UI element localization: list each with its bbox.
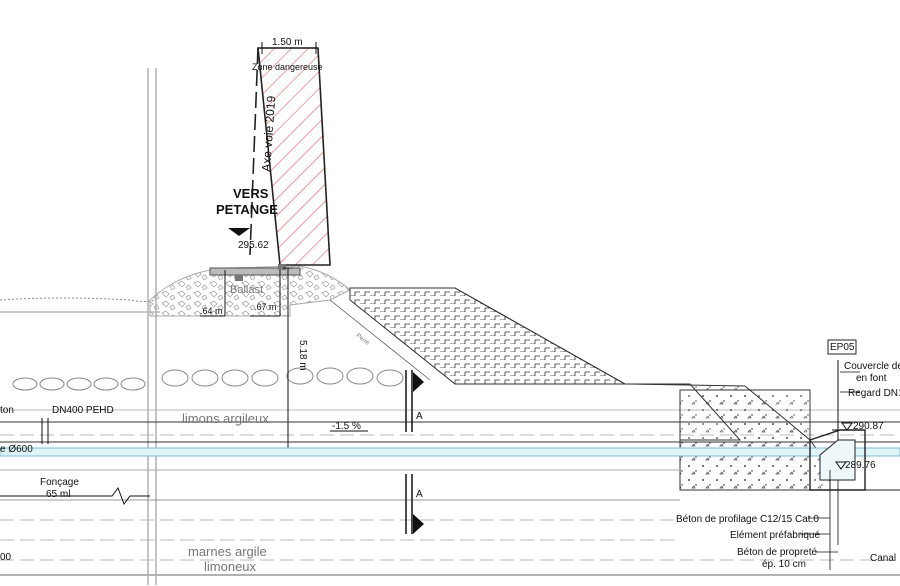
level-bottom-label: 289.76	[845, 460, 876, 471]
regard-label: Regard DN1	[848, 388, 900, 399]
section-label-bottom: A	[416, 489, 423, 500]
dim-right-label: .67 m	[254, 302, 277, 312]
foncage-label-2: 65 ml	[46, 489, 70, 500]
width-dimension-label: 1.50 m	[272, 37, 303, 48]
left-bottom-label: 00	[0, 552, 12, 563]
depth-dimension-label: 5.18 m	[297, 340, 308, 371]
perre-label: Perré	[355, 333, 371, 347]
pipe-type-label: DN400 PEHD	[52, 405, 114, 416]
soil-lower-label-2: limoneux	[204, 559, 257, 574]
rail-head	[209, 264, 301, 281]
manhole-structure	[809, 339, 900, 570]
couvercle-label-1: Couvercle de	[844, 361, 900, 372]
section-label-top: A	[416, 411, 423, 422]
beton-proprete-label-1: Béton de propreté	[737, 547, 817, 558]
danger-zone-label: Zone dangereuse	[252, 62, 323, 72]
rail-level-label: 295.62	[238, 240, 269, 251]
section-marker-top	[405, 370, 424, 432]
cobble-layer	[12, 367, 404, 391]
slope-hatching	[329, 299, 431, 381]
element-prefab-label: Elément préfabriqué	[730, 530, 820, 541]
pipe-left-label-2: e Ø600	[0, 444, 33, 455]
dim-left-label: .64 m	[200, 306, 223, 316]
canal-label: Canal	[870, 553, 896, 564]
axis-track-label: Axe voie 2019	[259, 95, 278, 172]
soil-upper-label: limons argileux	[182, 411, 269, 426]
ep-tag-label: EP05	[830, 342, 855, 353]
soil-lower-label-1: marnes argile	[188, 544, 267, 559]
beton-proprete-label-2: ép. 10 cm	[762, 559, 806, 570]
embankment-block	[679, 389, 811, 491]
section-marker-bottom	[405, 474, 424, 534]
pipe-diameter-dimension	[41, 418, 49, 444]
pipe-left-label-1: ton	[0, 405, 14, 416]
width-dimension	[260, 42, 318, 54]
couvercle-label-2: en font	[856, 373, 887, 384]
terrain-line	[0, 297, 160, 313]
pipe	[0, 421, 900, 501]
foncage-label-1: Fonçage	[40, 477, 79, 488]
direction-arrow-icon	[228, 228, 250, 236]
slope-label: -1.5 %	[332, 421, 361, 432]
ballast-mound	[149, 265, 351, 317]
beton-profilage-label: Béton de profilage C12/15 Cat.0	[676, 514, 819, 525]
direction-label-line2: PETANGE	[216, 202, 278, 217]
break-line	[0, 486, 150, 506]
embankment-steps	[349, 287, 627, 385]
direction-label-line1: VERS	[233, 186, 269, 201]
ballast-dimensions	[200, 270, 281, 317]
level-top-label: 290.87	[853, 421, 884, 432]
ballast-label: Ballast	[230, 284, 263, 296]
axis-lines	[147, 68, 157, 585]
annotation-leaders	[800, 371, 860, 553]
